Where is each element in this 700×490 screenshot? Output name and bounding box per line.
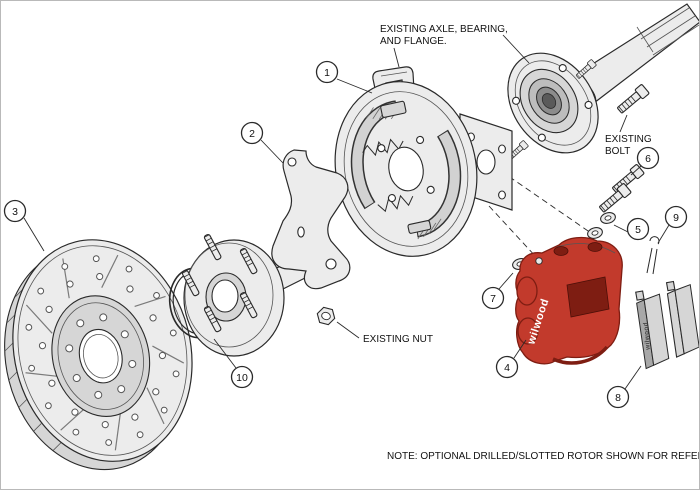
crossover-tube [552, 345, 609, 365]
callout-6: 6 [630, 146, 660, 176]
callout-5-number: 5 [635, 224, 641, 236]
caliper: wilwood [515, 236, 623, 365]
existing-nut [314, 305, 338, 327]
axle-label-line2: AND FLANGE. [380, 36, 447, 47]
existing-bolt-label-line2: BOLT [605, 146, 630, 157]
callout-10: 10 [213, 338, 254, 389]
callout-6-number: 6 [645, 153, 651, 165]
existing-bolt [615, 83, 650, 116]
rotor-vane-marks [4, 288, 62, 451]
callout-4-number: 4 [504, 362, 510, 374]
note-text: NOTE: OPTIONAL DRILLED/SLOTTED ROTOR SHO… [387, 451, 700, 462]
callout-10-number: 10 [236, 372, 248, 384]
axle-assembly [506, 3, 699, 162]
callout-3-number: 3 [12, 206, 18, 218]
callout-7: 7 [481, 272, 514, 310]
callout-8: 8 [606, 365, 642, 409]
callout-5: 5 [613, 217, 650, 241]
callout-9: 9 [657, 205, 688, 244]
cotter-pin [646, 236, 660, 275]
callout-3: 3 [3, 199, 45, 252]
existing-bolt-label: EXISTING BOLT [605, 114, 652, 157]
brake-pads: wilwood [635, 280, 699, 370]
rotor-holes [25, 255, 180, 446]
callout-4: 4 [495, 339, 527, 379]
existing-bolt-label-line1: EXISTING [605, 134, 652, 145]
caliper-window [566, 276, 610, 318]
axle-label-line1: EXISTING AXLE, BEARING, [380, 24, 508, 35]
callout-2: 2 [240, 121, 284, 164]
callout-2-number: 2 [249, 128, 255, 140]
hub-flange [181, 233, 285, 357]
rotor-center-bore [78, 328, 123, 384]
axle-label: EXISTING AXLE, BEARING, AND FLANGE. [380, 24, 530, 68]
wheel-cylinder [380, 100, 407, 118]
axle-bearing [519, 68, 579, 134]
parking-brake-bracket [271, 149, 351, 290]
assembly-axis-line [500, 170, 592, 234]
bleed-screw [535, 257, 543, 265]
shoe-spring [377, 194, 414, 213]
callout-7-number: 7 [490, 293, 496, 305]
mount-washer [598, 210, 618, 226]
existing-nut-label-text: EXISTING NUT [363, 334, 433, 345]
callout-9-number: 9 [673, 212, 679, 224]
brake-pad-brand-text: wilwood [643, 322, 652, 351]
backing-plate-assembly [334, 66, 478, 257]
shoe-adjuster [407, 220, 432, 234]
rotor [4, 239, 193, 471]
callout-1-number: 1 [324, 67, 330, 79]
callout-8-number: 8 [615, 392, 621, 404]
callout-1: 1 [315, 60, 373, 94]
existing-nut-label: EXISTING NUT [336, 321, 433, 345]
